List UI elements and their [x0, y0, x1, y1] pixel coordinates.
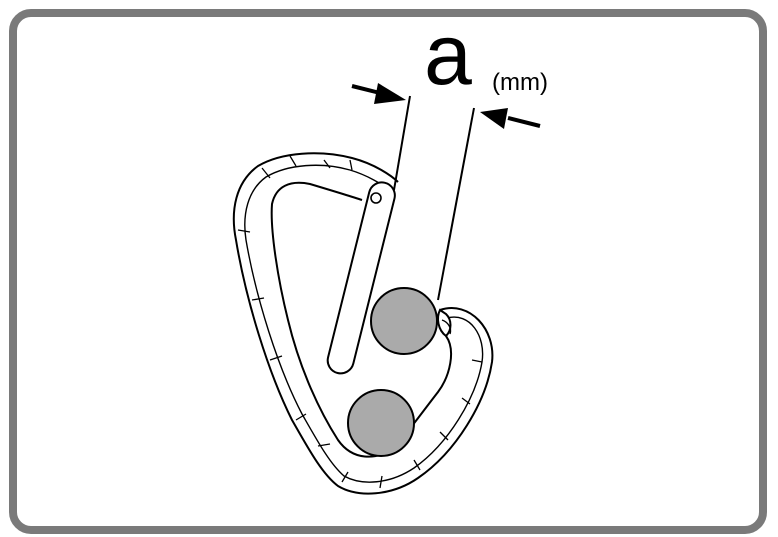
carabiner-gate — [326, 181, 396, 375]
dimension-symbol-label: a — [424, 7, 472, 103]
rope-section-upper — [370, 287, 438, 355]
carabiner-section-ticks — [237, 155, 483, 489]
carabiner-nose — [437, 308, 452, 338]
dimension-extension-right — [437, 107, 475, 301]
gate-hinge-rivet — [370, 192, 382, 204]
arrow-left-icon — [480, 108, 541, 129]
arrow-right-icon — [351, 83, 406, 104]
carabiner-nose-notch — [441, 319, 452, 335]
dimension-extension-left — [393, 95, 411, 191]
carabiner-inner-contour — [270, 181, 453, 458]
dimension-unit-label: (mm) — [492, 69, 548, 96]
rope-section-lower — [347, 389, 415, 457]
carabiner-edge-line — [244, 164, 484, 483]
